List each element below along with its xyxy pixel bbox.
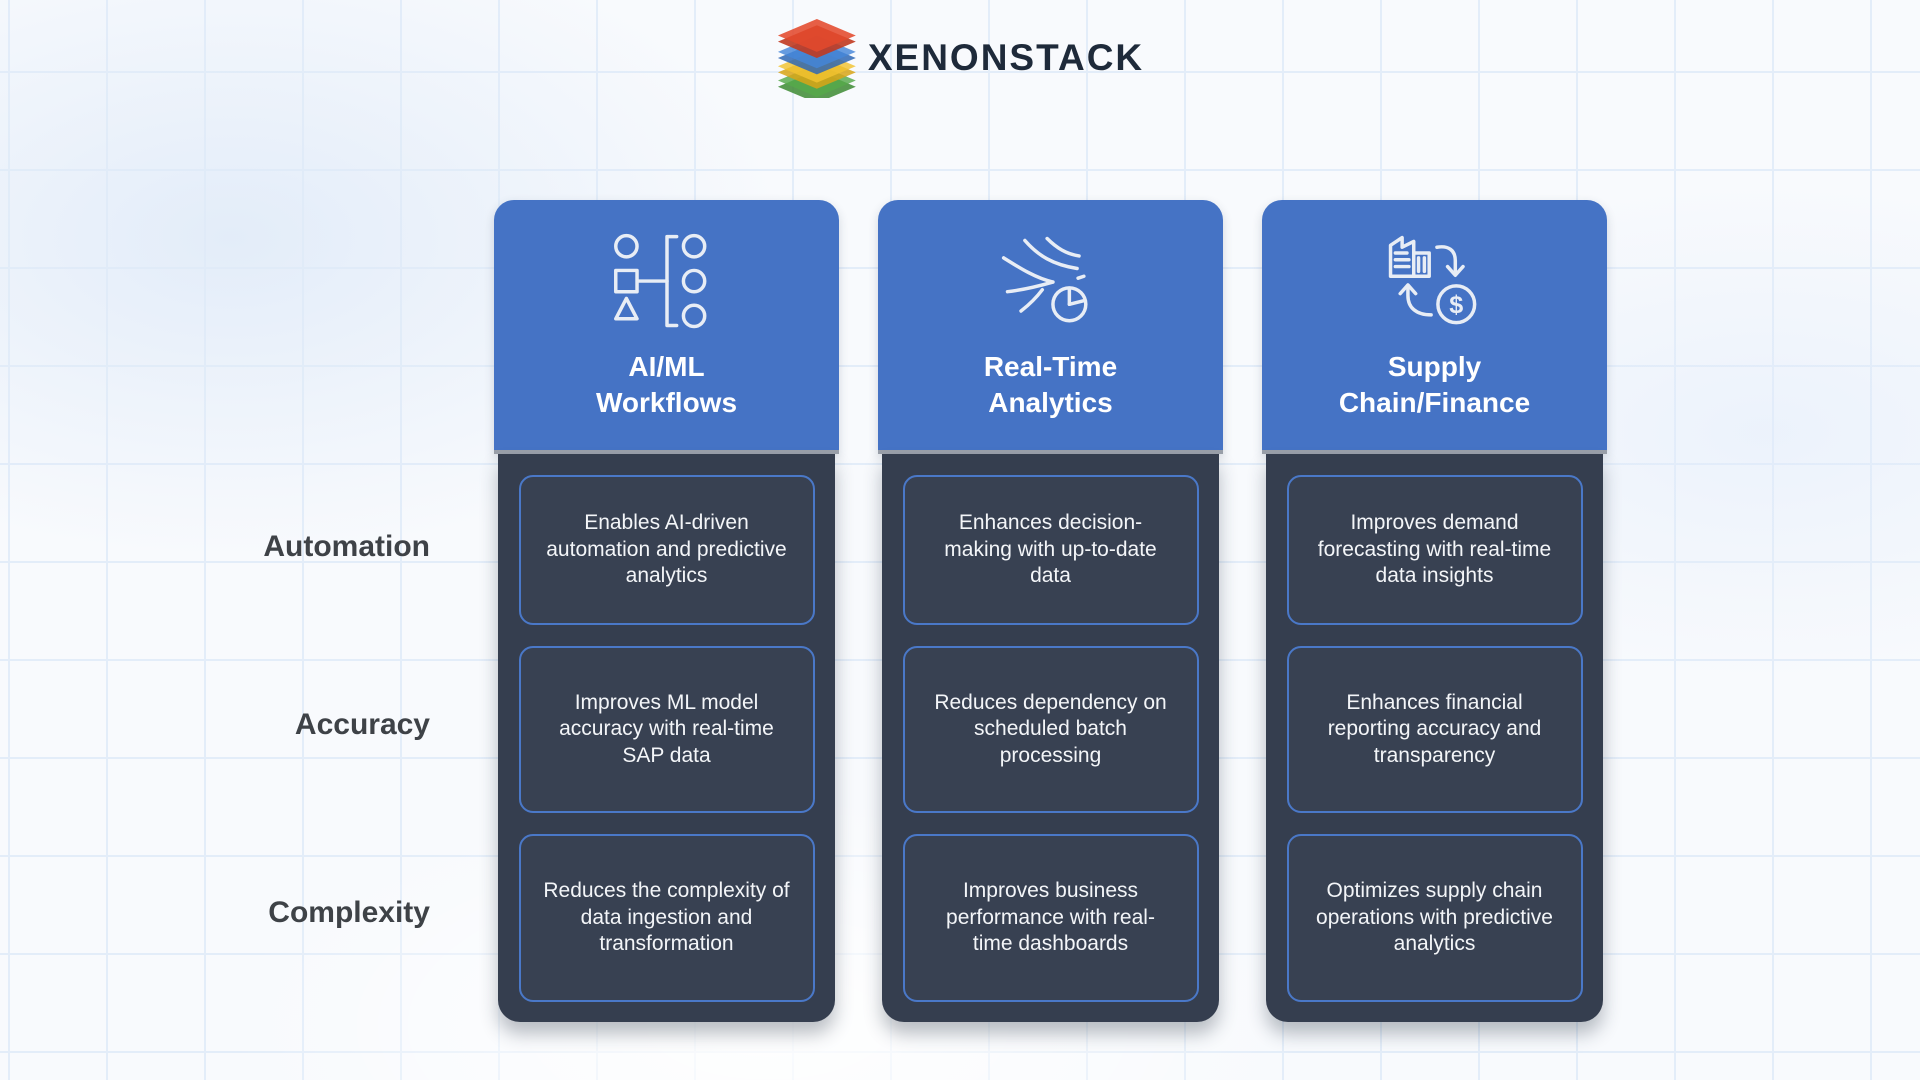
- row-label-automation: Automation: [263, 530, 430, 563]
- cell-aiml-accuracy: Improves ML model accuracy with real-tim…: [518, 646, 815, 813]
- row-label-complexity: Complexity: [268, 896, 430, 929]
- column-title: AI/ML Workflows: [596, 349, 737, 421]
- column-supply-chain-finance: $ Supply Chain/Finance Improves demand f…: [1262, 200, 1607, 1022]
- cell-rta-automation: Enhances decision-making with up-to-date…: [902, 475, 1199, 625]
- row-label-accuracy: Accuracy: [294, 708, 430, 741]
- column-title-line: Real-Time: [983, 351, 1118, 383]
- supply-chain-finance-icon: $: [1388, 235, 1476, 325]
- cell-rta-complexity: Improves business performance with real-…: [902, 834, 1199, 1002]
- column-header: Real-Time Analytics: [878, 200, 1223, 454]
- column-title-line: Supply: [1387, 351, 1482, 383]
- cell-scf-complexity: Optimizes supply chain operations with p…: [1286, 834, 1583, 1002]
- column-title-line: Analytics: [988, 387, 1113, 418]
- ml-workflow-icon: [613, 234, 706, 329]
- cell-scf-accuracy: Enhances financial reporting accuracy an…: [1286, 646, 1583, 813]
- real-time-analytics-icon: [1001, 236, 1088, 323]
- column-body: Enhances decision-making with up-to-date…: [882, 454, 1219, 1022]
- cell-scf-automation: Improves demand forecasting with real-ti…: [1286, 475, 1583, 625]
- svg-text:$: $: [1449, 291, 1463, 319]
- brand-logo: XENONSTACK: [776, 18, 1144, 98]
- column-body: Enables AI-driven automation and predict…: [498, 454, 835, 1022]
- column-real-time-analytics: Real-Time Analytics Enhances decision-ma…: [878, 200, 1223, 1022]
- cell-aiml-complexity: Reduces the complexity of data ingestion…: [518, 834, 815, 1002]
- column-title: Supply Chain/Finance: [1339, 349, 1530, 421]
- column-header: $ Supply Chain/Finance: [1262, 200, 1607, 454]
- cell-rta-accuracy: Reduces dependency on scheduled batch pr…: [902, 646, 1199, 813]
- brand-name: XENONSTACK: [867, 37, 1145, 78]
- column-body: Improves demand forecasting with real-ti…: [1266, 454, 1603, 1022]
- xenonstack-layers-icon: [777, 19, 856, 98]
- column-header: AI/ML Workflows: [494, 200, 839, 454]
- column-title-line: AI/ML: [628, 351, 705, 383]
- column-aiml-workflows: AI/ML Workflows Enables AI-driven automa…: [494, 200, 839, 1022]
- column-title-line: Workflows: [595, 387, 738, 418]
- cell-aiml-automation: Enables AI-driven automation and predict…: [518, 475, 815, 625]
- column-title-line: Chain/Finance: [1338, 387, 1531, 418]
- column-title: Real-Time Analytics: [984, 349, 1117, 421]
